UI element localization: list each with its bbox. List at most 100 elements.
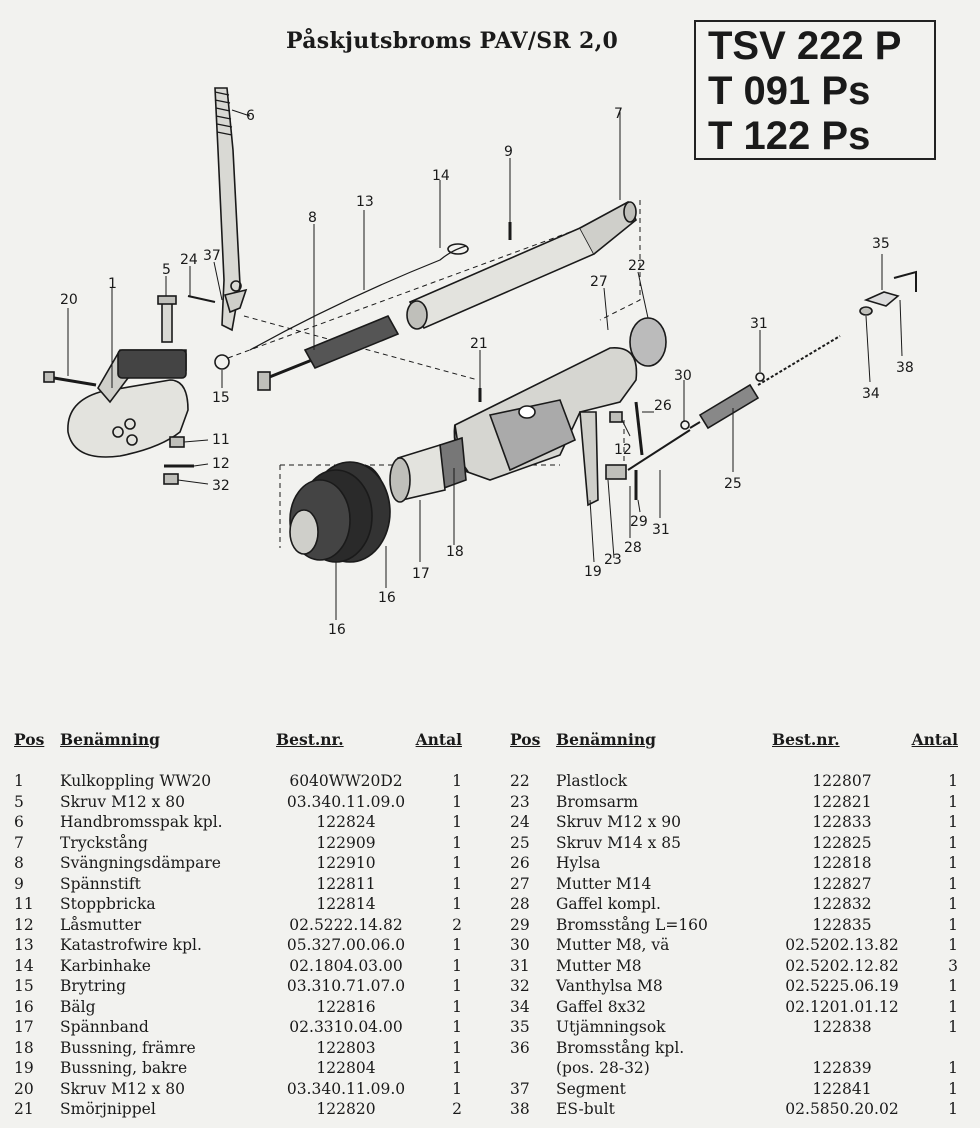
- row-part-no: 122833: [812, 813, 872, 831]
- col-qty: Antal: [415, 730, 462, 749]
- callout-label: 9: [504, 144, 513, 160]
- row-pos: 14: [14, 956, 34, 975]
- row-name: Spännstift: [60, 874, 141, 893]
- row-qty: 1: [452, 936, 462, 954]
- row-name: Smörjnippel: [60, 1100, 156, 1118]
- row-qty: 1: [948, 915, 958, 934]
- row-qty: 1: [948, 792, 958, 811]
- row-pos: 26: [510, 854, 530, 872]
- row-name: Kulkoppling WW20: [60, 772, 212, 790]
- row-qty: 1: [452, 1079, 462, 1098]
- row-pos: 27: [510, 874, 530, 893]
- row-qty: 1: [948, 772, 958, 790]
- row-name: Skruv M12 x 80: [60, 792, 185, 811]
- row-pos: 5: [14, 792, 24, 811]
- row-qty: 1: [452, 1018, 462, 1036]
- row-part-no: 122804: [316, 1059, 376, 1077]
- row-pos: 31: [510, 956, 530, 975]
- callout-label: 24: [180, 252, 198, 268]
- row-part-no: 02.5850.20.02: [785, 1100, 899, 1118]
- callout-label: 13: [356, 194, 374, 210]
- callout-label: 37: [203, 248, 221, 264]
- model-designation-box: TSV 222 P T 091 Ps T 122 Ps: [694, 20, 936, 160]
- ball-coupling: [67, 349, 189, 458]
- row-name: (pos. 28-32): [556, 1059, 650, 1077]
- model-code: TSV 222 P: [708, 24, 902, 68]
- row-name: Mutter M8: [556, 956, 642, 975]
- row-part-no: 03.310.71.07.0: [286, 977, 406, 995]
- row-name: Tryckstång: [60, 833, 148, 852]
- row-name: Gaffel kompl.: [556, 895, 661, 913]
- row-pos: 20: [14, 1079, 34, 1098]
- row-name: Brytring: [60, 977, 127, 995]
- callout-label: 18: [446, 544, 464, 560]
- row-pos: 11: [14, 895, 34, 913]
- row-part-no: 122818: [812, 854, 872, 872]
- row-qty: 1: [948, 854, 958, 872]
- row-name: Skruv M12 x 80: [60, 1079, 185, 1098]
- model-code: T 091 Ps: [708, 69, 871, 113]
- row-pos: 32: [510, 977, 530, 995]
- callout-label: 30: [674, 368, 692, 384]
- row-name: Mutter M14: [556, 874, 652, 893]
- row-qty: 1: [452, 1059, 462, 1077]
- row-pos: 30: [510, 936, 530, 954]
- row-qty: 1: [948, 874, 958, 893]
- model-code: T 122 Ps: [708, 114, 871, 158]
- row-name: Skruv M14 x 85: [556, 833, 681, 852]
- col-qty: Antal: [911, 730, 958, 749]
- row-pos: 17: [14, 1018, 34, 1036]
- row-pos: 8: [14, 854, 24, 872]
- row-qty: 1: [948, 1100, 958, 1118]
- callout-label: 5: [162, 262, 171, 278]
- table-row: 20 Skruv M12 x 80 03.340.11.09.0 1: [14, 1080, 464, 1101]
- row-pos: 19: [14, 1059, 34, 1077]
- row-part-no: 122841: [812, 1079, 872, 1098]
- row-name: Katastrofwire kpl.: [60, 936, 202, 954]
- row-qty: 1: [452, 997, 462, 1016]
- col-pos: Pos: [510, 730, 541, 749]
- row-pos: 22: [510, 772, 530, 790]
- row-part-no: 122910: [316, 854, 376, 872]
- row-name: Stoppbricka: [60, 895, 156, 913]
- row-part-no: 02.1201.01.12: [785, 997, 899, 1016]
- row-qty: 1: [452, 792, 462, 811]
- row-qty: 1: [452, 813, 462, 831]
- row-qty: 1: [948, 1059, 958, 1077]
- row-part-no: 02.5222.14.82: [289, 915, 403, 934]
- row-name: Bussning, främre: [60, 1038, 196, 1057]
- bellows: [289, 461, 391, 563]
- row-part-no: 122835: [812, 915, 872, 934]
- row-pos: 16: [14, 997, 34, 1016]
- callout-label: 16: [328, 622, 346, 638]
- row-pos: 29: [510, 915, 530, 934]
- row-part-no: 03.340.11.09.0: [286, 1079, 406, 1098]
- row-qty: 1: [452, 895, 462, 913]
- callout-label: 25: [724, 476, 742, 492]
- callout-label: 14: [432, 168, 450, 184]
- row-part-no: 02.5202.13.82: [785, 936, 899, 954]
- row-part-no: 05.327.00.06.0: [286, 936, 406, 954]
- row-name: Bromsarm: [556, 792, 639, 811]
- row-part-no: 02.3310.04.00: [289, 1018, 403, 1036]
